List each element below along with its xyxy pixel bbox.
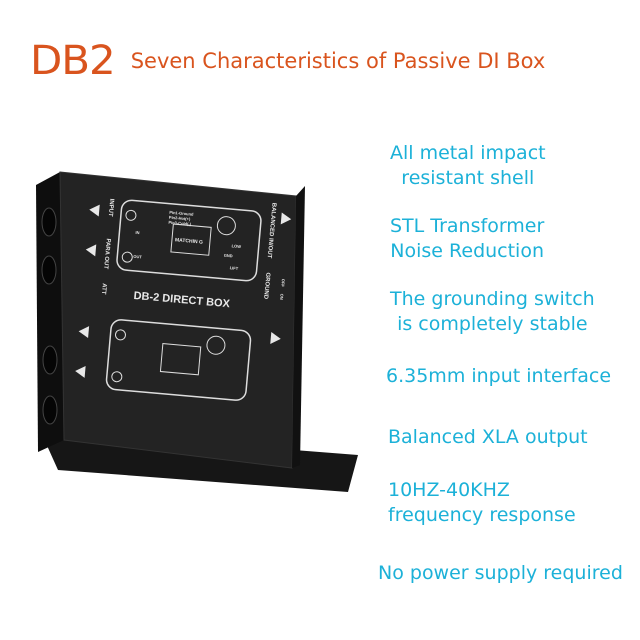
lift-label: LIFT <box>230 265 239 271</box>
on-label: ON <box>279 294 285 301</box>
arrow-icon <box>75 365 86 378</box>
xlr-symbol <box>216 216 236 236</box>
title-subtitle: Seven Characteristics of Passive DI Box <box>130 49 546 73</box>
feature-line: The grounding switch <box>390 288 595 310</box>
page-title: DB2 Seven Characteristics of Passive DI B… <box>29 38 546 84</box>
arrow-icon <box>78 326 90 339</box>
para-out-jack <box>41 255 57 285</box>
pin-label: Pin3-Cold(-) <box>168 220 192 227</box>
feature-7: No power supply required <box>378 561 623 586</box>
input-label: INPUT <box>107 198 115 217</box>
arrow-icon <box>89 204 100 217</box>
input-jack-2 <box>42 345 58 375</box>
feature-line: Noise Reduction <box>390 240 545 262</box>
arrow-icon <box>270 332 281 344</box>
feature-2: STL Transformer Noise Reduction <box>390 214 544 264</box>
para-out-jack-2 <box>42 395 58 425</box>
feature-line: 6.35mm input interface <box>386 365 612 387</box>
low-label: LOW <box>231 243 241 249</box>
pin-label: Pin1-Ground <box>169 210 194 217</box>
schematic-panel-1 <box>116 199 262 282</box>
off-label: OFF <box>280 279 286 288</box>
schematic-panel-2 <box>105 319 252 401</box>
gnd-label: GND <box>224 253 233 259</box>
feature-line: No power supply required <box>378 562 623 584</box>
model-name: DB2 <box>29 38 116 84</box>
input-jack <box>41 207 57 237</box>
arrow-icon <box>280 212 292 225</box>
att-label: ATT <box>100 283 107 295</box>
feature-4: 6.35mm input interface <box>386 364 611 389</box>
feature-line: Balanced XLA output <box>388 426 588 448</box>
arrow-icon <box>85 244 97 257</box>
feature-line: STL Transformer <box>390 215 545 237</box>
pin-label: Pin2-Hot(+) <box>169 215 191 222</box>
para-out-label: PARA OUT <box>102 238 111 269</box>
matching-label: MATCHIN G <box>175 237 203 245</box>
feature-line: frequency response <box>388 504 576 526</box>
feature-line: is completely stable <box>397 313 588 335</box>
feature-5: Balanced XLA output <box>388 425 588 450</box>
feature-line: resistant shell <box>401 167 535 189</box>
feature-1: All metal impact resistant shell <box>390 141 546 191</box>
balanced-label: BALANCED IN/OUT <box>266 202 277 258</box>
feature-line: 10HZ-40KHZ <box>388 479 510 501</box>
feature-line: All metal impact <box>390 142 546 164</box>
out-label: OUT <box>133 254 142 260</box>
ground-label: GROUND <box>262 272 270 300</box>
feature-6: 10HZ-40KHZ frequency response <box>388 478 576 528</box>
device-side <box>36 172 64 452</box>
di-box-image: MATCHIN G Pin1-Ground Pin2-Hot(+) Pin3-C… <box>36 171 358 492</box>
in-label: IN <box>135 230 140 235</box>
feature-3: The grounding switch is completely stabl… <box>390 287 595 337</box>
